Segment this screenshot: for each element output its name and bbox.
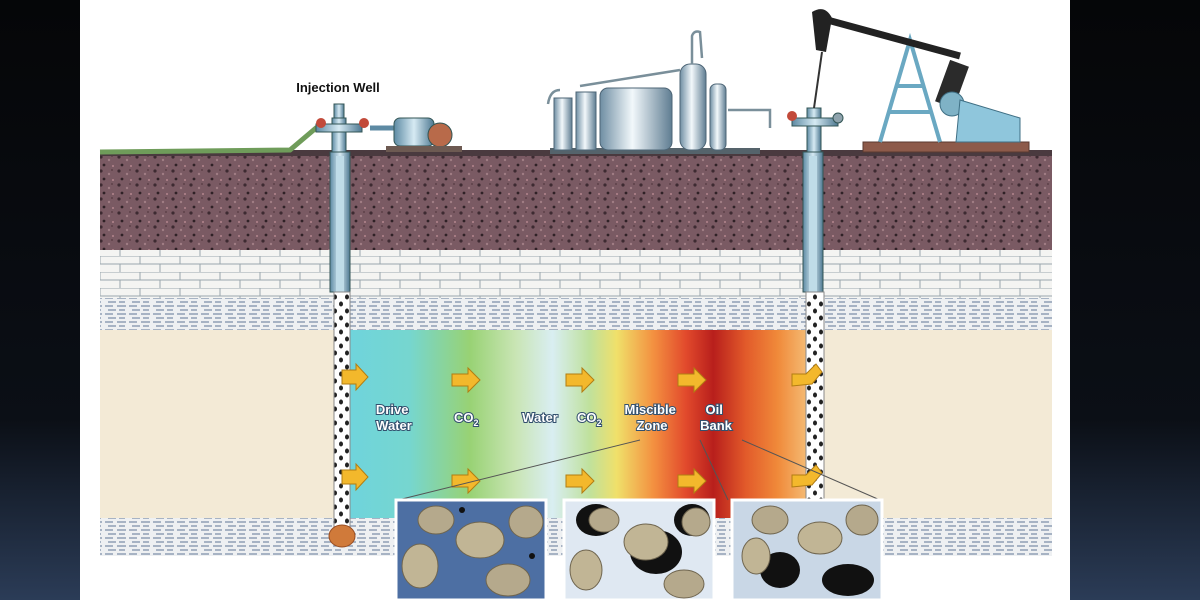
production-wellhead-icon — [787, 107, 844, 155]
topsoil-layer — [100, 156, 1052, 250]
zone-label-co2-1: CO2 — [454, 410, 479, 428]
limestone-layer — [100, 250, 1052, 298]
injection-well-label: Injection Well — [296, 80, 380, 95]
zone-labels: Drive Water CO2 Water CO2 Miscible Zone … — [375, 401, 734, 434]
slide: Injection Well — [80, 0, 1070, 600]
co2-eor-diagram: Injection Well — [99, 9, 1052, 600]
zone-label-drive-water: Drive Water — [376, 402, 412, 433]
zone-label-water: Water — [522, 410, 558, 425]
zone-label-oil-bank: Oil Bank — [700, 402, 733, 433]
pore-inset-miscible — [562, 498, 716, 600]
cap-rock-layer — [100, 298, 1052, 330]
pump-icon — [370, 117, 462, 152]
pore-inset-oil-bank — [730, 498, 884, 600]
flow-arrow-icon — [341, 362, 823, 495]
pumpjack-icon — [812, 9, 1030, 153]
production-wellbore — [802, 151, 825, 503]
callout-lines — [397, 439, 881, 501]
storage-tanks-icon — [546, 30, 772, 154]
zone-label-miscible-zone: Miscible Zone — [625, 402, 680, 433]
pore-inset-co2 — [394, 498, 548, 600]
zone-label-co2-2: CO2 — [577, 410, 602, 428]
injection-wellhead-icon — [99, 103, 369, 155]
